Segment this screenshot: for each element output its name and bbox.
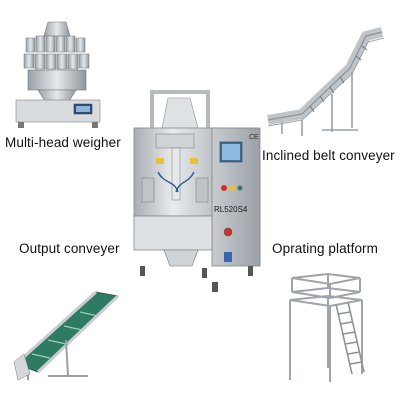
ce-mark: CE [249,134,259,141]
output-conveyer-image [8,284,126,384]
inclined-belt-conveyer-label: Inclined belt conveyer [262,148,395,163]
output-conveyer-label: Output conveyer [19,241,120,256]
multi-head-weigher-label: Multi-head weigher [5,135,121,150]
inclined-belt-conveyer-image [262,22,394,140]
model-plate: RL520S4 [214,205,248,214]
multi-head-weigher-image [8,18,103,130]
operating-platform-image [282,270,390,386]
oprating-platform-label: Oprating platform [272,241,378,256]
vffs-packing-machine-image: CE RL520S4 [128,88,264,298]
